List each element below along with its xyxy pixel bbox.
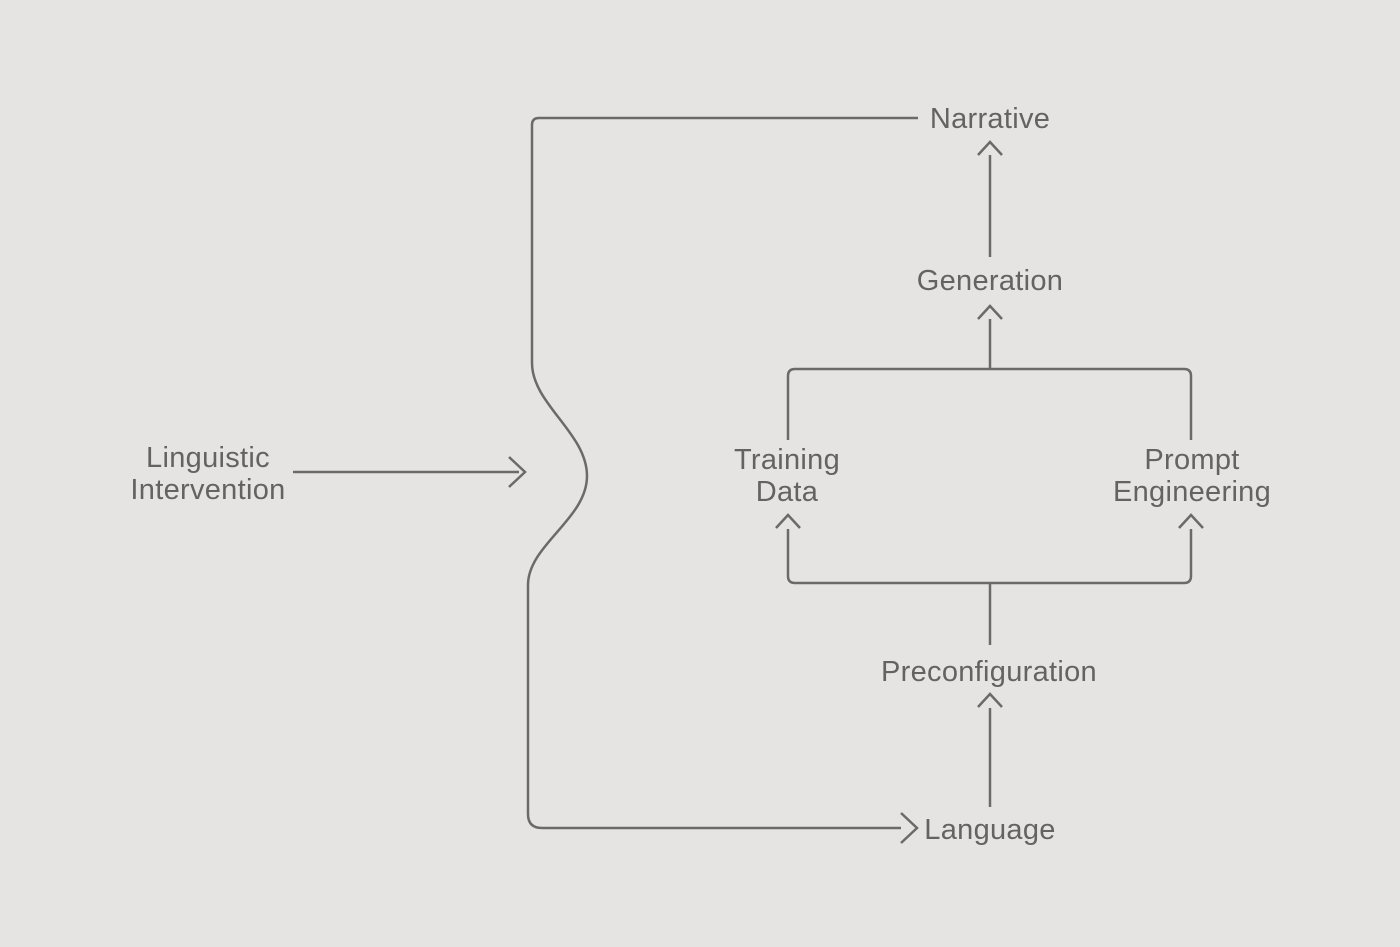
bracket-bottom xyxy=(775,513,1204,645)
node-prompt-engineering: Prompt Engineering xyxy=(1113,444,1271,508)
bracket-top-path xyxy=(786,367,1193,440)
bracket-top xyxy=(786,304,1193,440)
bracket-bottom-left-arrow-head-icon xyxy=(775,513,801,529)
bracket-bottom-path xyxy=(786,529,1193,585)
arrow-narrative-to-language-loop xyxy=(526,116,919,844)
arrow-generation-head-icon xyxy=(977,140,1003,156)
bracket-bottom-right-arrow-head-icon xyxy=(1178,513,1204,529)
node-label-intervention: Intervention xyxy=(130,474,285,506)
arrow-preconfiguration-head-icon xyxy=(977,692,1003,708)
arrow-linguistic-to-loop xyxy=(293,456,527,488)
node-label-generation: Generation xyxy=(917,265,1064,297)
node-label-training: Training xyxy=(734,444,840,476)
node-label-preconfiguration: Preconfiguration xyxy=(881,656,1097,688)
arrow-generation-to-narrative xyxy=(977,140,1003,257)
node-label-language: Language xyxy=(924,814,1055,846)
bracket-top-arrow-head-icon xyxy=(977,304,1003,320)
arrow-language-head-icon xyxy=(900,812,919,844)
node-label-narrative: Narrative xyxy=(930,103,1050,135)
node-training-data: Training Data xyxy=(734,444,840,508)
node-linguistic-intervention: Linguistic Intervention xyxy=(130,442,285,506)
node-label-prompt: Prompt xyxy=(1144,444,1239,476)
loop-path xyxy=(526,116,918,830)
arrow-language-to-preconfiguration xyxy=(977,692,1003,807)
node-label-linguistic: Linguistic xyxy=(146,442,270,474)
node-label-data: Data xyxy=(756,476,819,508)
node-label-engineering: Engineering xyxy=(1113,476,1271,508)
arrow-linguistic-head-icon xyxy=(508,456,527,488)
